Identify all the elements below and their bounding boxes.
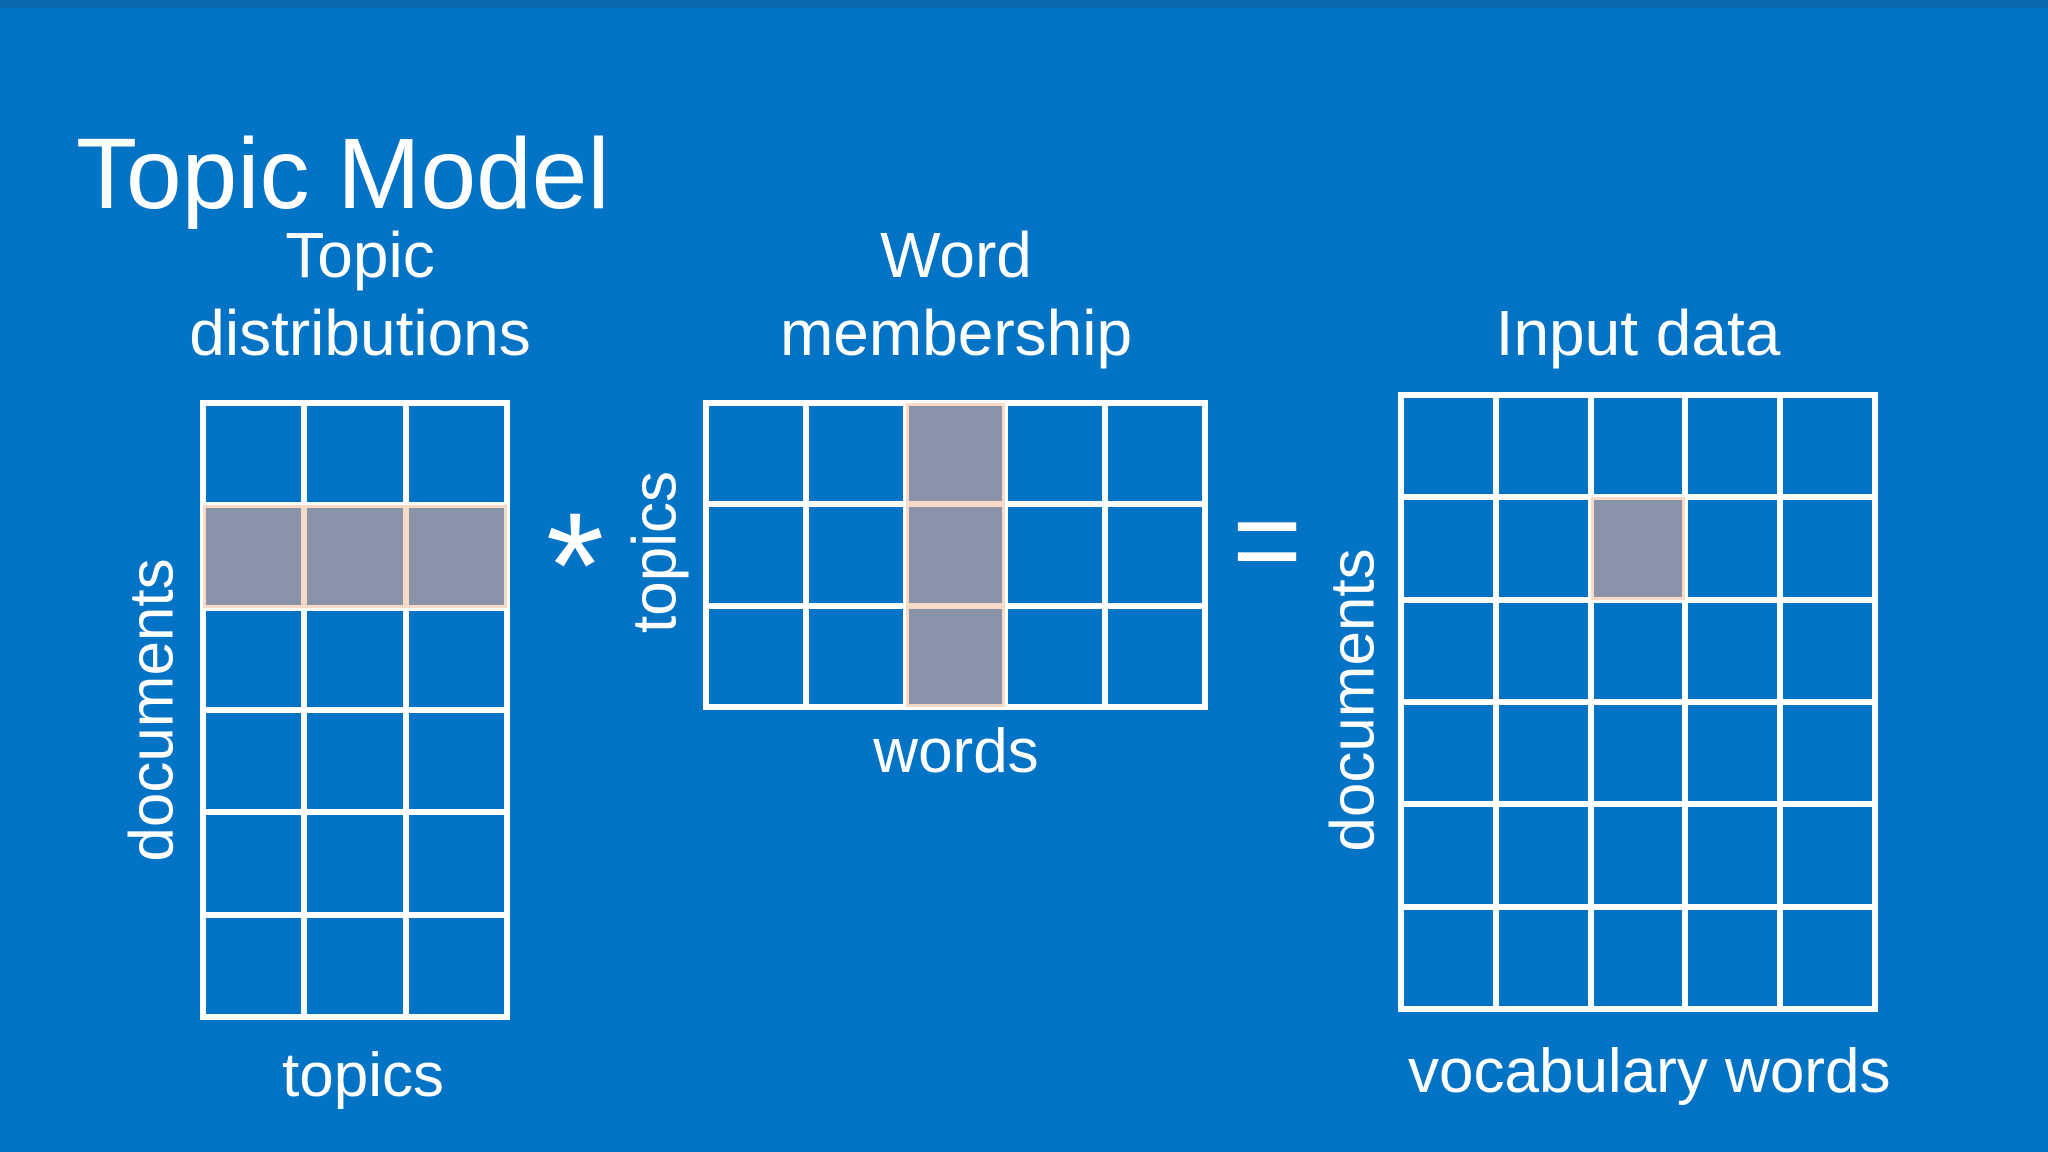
matrix-cell	[805, 504, 906, 606]
matrix-title-line: distributions	[189, 297, 531, 369]
matrix-cell	[1401, 497, 1496, 600]
matrix-cell	[1401, 906, 1496, 1009]
matrix-cell	[1401, 702, 1496, 805]
multiply-operator: *	[545, 480, 605, 649]
matrix-cell	[1590, 599, 1686, 702]
highlighted-cell	[304, 505, 406, 608]
matrix-grid-topic-distributions	[200, 400, 510, 1020]
matrix-cell	[405, 914, 507, 1017]
matrix-cell	[1401, 804, 1496, 907]
matrix-title-line: Word	[880, 219, 1032, 291]
matrix-cell	[1780, 497, 1875, 600]
matrix-cell	[405, 403, 507, 506]
highlighted-cell	[203, 505, 305, 608]
matrix-cell	[203, 710, 305, 813]
matrix-cell	[1685, 599, 1781, 702]
matrix-cell	[304, 607, 406, 710]
row-axis-label-documents: documents	[117, 558, 187, 862]
col-axis-label-vocabulary-words: vocabulary words	[1408, 1037, 1891, 1106]
matrix-cell	[304, 403, 406, 506]
highlighted-cell	[905, 403, 1006, 505]
matrix-cell	[203, 812, 305, 915]
matrix-title-topic-distributions: Topic distributions	[110, 216, 610, 372]
matrix-cell	[805, 605, 906, 707]
matrix-cell	[1685, 395, 1781, 498]
matrix-cell	[1495, 599, 1591, 702]
matrix-cell	[1590, 702, 1686, 805]
matrix-cell	[304, 812, 406, 915]
matrix-cell	[304, 710, 406, 813]
matrix-cell	[1495, 395, 1591, 498]
matrix-cell	[1780, 804, 1875, 907]
matrix-cell	[1685, 804, 1781, 907]
matrix-cell	[1685, 497, 1781, 600]
highlighted-cell	[905, 504, 1006, 606]
matrix-cell	[1105, 504, 1205, 606]
matrix-cell	[1590, 395, 1686, 498]
matrix-cell	[706, 605, 806, 707]
matrix-cell	[1105, 605, 1205, 707]
matrix-cell	[405, 607, 507, 710]
highlighted-cell	[405, 505, 507, 608]
matrix-title-input-data: Input data	[1388, 294, 1888, 372]
matrix-title-word-membership: Word membership	[706, 216, 1206, 372]
matrix-cell	[304, 914, 406, 1017]
matrix-cell	[1005, 504, 1106, 606]
matrix-cell	[1495, 906, 1591, 1009]
matrix-cell	[203, 403, 305, 506]
matrix-cell	[1590, 804, 1686, 907]
matrix-grid-word-membership	[703, 400, 1208, 710]
matrix-cell	[1780, 906, 1875, 1009]
matrix-cell	[1005, 605, 1106, 707]
matrix-cell	[706, 504, 806, 606]
matrix-cell	[405, 812, 507, 915]
top-accent-strip	[0, 0, 2048, 8]
row-axis-label-documents: documents	[1318, 548, 1388, 852]
matrix-cell	[1495, 497, 1591, 600]
matrix-cell	[1780, 702, 1875, 805]
matrix-cell	[1105, 403, 1205, 505]
slide-title: Topic Model	[76, 118, 610, 230]
matrix-cell	[1495, 804, 1591, 907]
matrix-cell	[1780, 395, 1875, 498]
matrix-cell	[1495, 702, 1591, 805]
matrix-cell	[1401, 395, 1496, 498]
matrix-cell	[1005, 403, 1106, 505]
matrix-grid-input-data	[1398, 392, 1878, 1012]
matrix-cell	[1685, 906, 1781, 1009]
matrix-cell	[203, 914, 305, 1017]
matrix-title-line: Topic	[285, 219, 435, 291]
matrix-cell	[405, 710, 507, 813]
matrix-title-line: membership	[779, 297, 1133, 369]
matrix-cell	[1685, 702, 1781, 805]
matrix-cell	[706, 403, 806, 505]
highlighted-cell	[1590, 497, 1686, 600]
matrix-cell	[1401, 599, 1496, 702]
col-axis-label-words: words	[873, 717, 1039, 786]
matrix-cell	[805, 403, 906, 505]
matrix-cell	[1780, 599, 1875, 702]
col-axis-label-topics: topics	[282, 1041, 444, 1110]
matrix-title-line: Input data	[1495, 297, 1781, 369]
equals-operator: =	[1231, 473, 1303, 607]
matrix-cell	[203, 607, 305, 710]
highlighted-cell	[905, 605, 1006, 707]
row-axis-label-topics: topics	[620, 471, 690, 633]
matrix-cell	[1590, 906, 1686, 1009]
